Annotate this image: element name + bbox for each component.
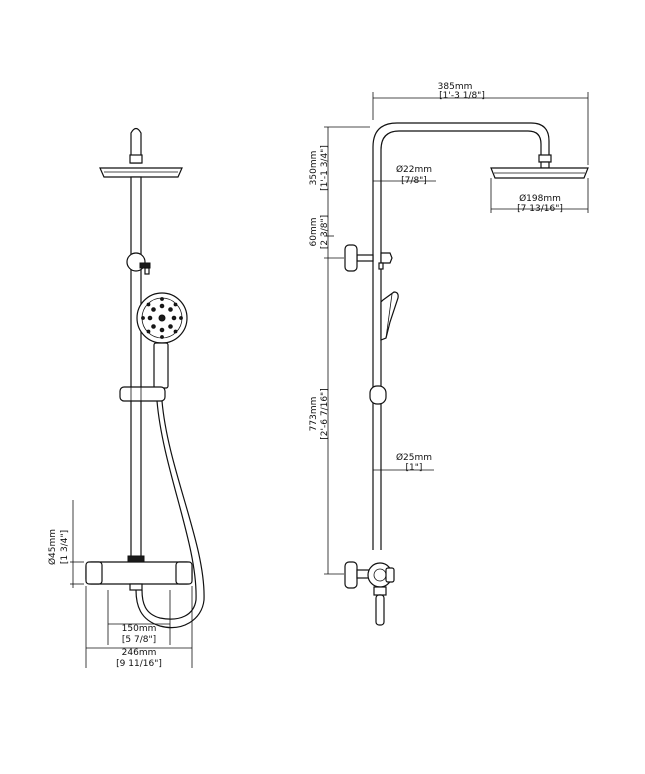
dim-mixer-height-metric: Ø45mm [47,529,58,565]
front-arm-collar [129,154,143,164]
side-head-connector [538,154,552,163]
dim-arm-drop-metric: 350mm [309,151,319,186]
dim-width-metric: 385mm [438,82,473,92]
dim-mixer-height-imperial: [1 3/4"] [60,530,70,564]
side-slider-holder [369,385,387,405]
dim-arm-tube-metric: Ø22mm [396,164,432,175]
front-mixer-right-handle [175,561,193,585]
side-hand-shower-line [385,293,393,339]
dim-arm-tube-imperial: [7/8"] [401,176,427,186]
front-dimensions: Ø45mm [1 3/4"] 150mm [5 7/8"] 246mm [9 1… [47,500,193,669]
dim-inlet-centres-imperial: [5 7/8"] [122,635,156,645]
dim-bracket-spacing-imperial: [2 3/8"] [320,215,330,249]
front-view [85,127,205,629]
dim-inlet-centres-metric: 150mm [122,624,157,634]
side-upper-bracket-tip [378,262,384,270]
dim-mixer-width-imperial: [9 11/16"] [116,659,162,669]
hand-shower-nozzles [141,297,183,339]
side-mixer-outlet-nut [373,586,387,596]
side-mixer-front-knob [385,567,395,583]
front-mixer-outlet [129,583,143,591]
dim-riser-length-imperial: [2'-6 7/16"] [320,388,330,439]
side-head-nut [540,161,550,169]
side-mixer-outlet-pipe [375,594,385,626]
side-hand-shower [380,291,399,341]
dim-mixer-width-metric: 246mm [122,648,157,658]
front-shower-head [99,167,183,178]
side-upper-bracket-arm [356,254,374,262]
dim-riser-length-metric: 773mm [309,397,319,432]
dim-head-metric: Ø198mm [519,193,561,204]
front-riser-pipe [130,176,142,566]
front-bracket-screw-tip [144,267,150,275]
front-mixer-left-handle [85,561,103,585]
front-mixer-top-connector [127,555,145,563]
dim-bracket-spacing-metric: 60mm [309,218,319,247]
front-hose-inner [141,400,197,620]
side-upper-bracket-screw [380,252,393,264]
side-arm-outer [372,122,550,550]
dim-arm-drop-imperial: [1'-1 3/4"] [320,145,330,191]
front-slider-holder [119,386,166,402]
dim-riser-diameter-metric: Ø25mm [396,452,432,463]
side-arm-inner [380,130,542,550]
dim-riser-diameter-imperial: [1"] [406,463,423,473]
dim-head-imperial: [7 13/16"] [517,204,563,214]
side-upper-bracket-plate [344,244,358,272]
side-dimensions: 385mm [1'-3 1/8"] Ø22mm [7/8"] Ø198mm [7… [309,82,589,575]
side-view [344,122,589,626]
hand-shower-handle [153,342,169,389]
front-hose-outer [135,400,205,629]
side-mixer-knob-left [344,561,358,589]
front-bracket-screw [139,262,151,269]
dim-width-imperial: [1'-3 1/8"] [439,91,485,101]
front-arm-top [130,127,142,164]
